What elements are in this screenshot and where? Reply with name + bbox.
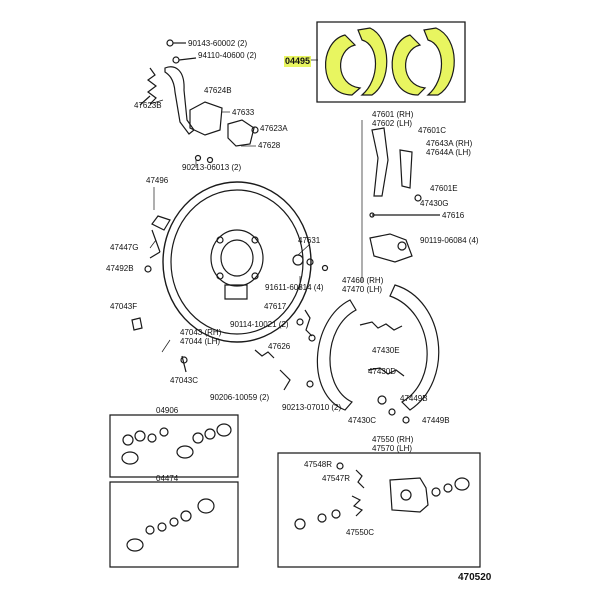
shoe-linkage bbox=[370, 128, 440, 262]
part-label[interactable]: 47492B bbox=[106, 264, 134, 273]
part-label[interactable]: 47447G bbox=[110, 243, 139, 252]
part-label[interactable]: 47624B bbox=[204, 86, 232, 95]
part-label[interactable]: 47496 bbox=[146, 176, 169, 185]
part-label[interactable]: 90119-06084 (4) bbox=[420, 236, 479, 245]
part-label[interactable]: 47570 (LH) bbox=[372, 444, 413, 453]
part-label[interactable]: 47602 (LH) bbox=[372, 119, 413, 128]
backing-plate bbox=[150, 182, 311, 342]
part-label[interactable]: 90114-10021 (2) bbox=[230, 320, 289, 329]
part-label[interactable]: 47430C bbox=[348, 416, 377, 425]
part-label[interactable]: 47548R bbox=[304, 460, 333, 469]
wheel-cylinder-kit-04906 bbox=[110, 415, 238, 477]
part-label[interactable]: 47430D bbox=[368, 367, 397, 376]
wheel-cylinder-kit-04474 bbox=[110, 482, 238, 567]
part-label[interactable]: 47044 (LH) bbox=[180, 337, 221, 346]
brake-shoe-kit-left bbox=[326, 28, 387, 95]
part-label[interactable]: 47550 (RH) bbox=[372, 435, 414, 444]
part-label[interactable]: 94110-40600 (2) bbox=[198, 51, 257, 60]
part-label[interactable]: 04906 bbox=[156, 406, 179, 415]
adjuster-and-springs bbox=[132, 255, 328, 390]
part-label[interactable]: 47617 bbox=[264, 302, 287, 311]
part-label[interactable]: 47631 bbox=[298, 236, 321, 245]
part-label[interactable]: 47601 (RH) bbox=[372, 110, 414, 119]
part-label[interactable]: 04474 bbox=[156, 474, 179, 483]
part-label[interactable]: 47449B bbox=[422, 416, 450, 425]
diagram-id: 470520 bbox=[458, 572, 492, 583]
part-label[interactable]: 91611-60814 (4) bbox=[265, 283, 324, 292]
part-label[interactable]: 90143-60002 (2) bbox=[188, 39, 248, 48]
part-label[interactable]: 90213-06013 (2) bbox=[182, 163, 242, 172]
brake-shoe-kit-box[interactable] bbox=[317, 22, 465, 102]
wheel-cylinder-box bbox=[278, 453, 480, 567]
part-label[interactable]: 47470 (LH) bbox=[342, 285, 383, 294]
part-label[interactable]: 47623B bbox=[134, 101, 162, 110]
part-label[interactable]: 90206-10059 (2) bbox=[210, 393, 270, 402]
part-label[interactable]: 47043C bbox=[170, 376, 199, 385]
part-label[interactable]: 90213-07010 (2) bbox=[282, 403, 342, 412]
part-label[interactable]: 47043F bbox=[110, 302, 138, 311]
brake-shoes-assembly bbox=[317, 285, 438, 423]
part-label[interactable]: 47547R bbox=[322, 474, 351, 483]
part-label[interactable]: 47601C bbox=[418, 126, 447, 135]
part-label[interactable]: 47430G bbox=[420, 199, 449, 208]
part-label[interactable]: 47633 bbox=[232, 108, 255, 117]
part-label[interactable]: 47644A (LH) bbox=[426, 148, 471, 157]
part-label[interactable]: 47460 (RH) bbox=[342, 276, 384, 285]
part-label[interactable]: 47550C bbox=[346, 528, 375, 537]
part-label-highlighted[interactable]: 04495 bbox=[284, 56, 312, 67]
part-label[interactable]: 47043 (RH) bbox=[180, 328, 222, 337]
parking-lever-assembly bbox=[140, 40, 258, 163]
part-label[interactable]: 47628 bbox=[258, 141, 281, 150]
part-label[interactable]: 47616 bbox=[442, 211, 465, 220]
part-label[interactable]: 47601E bbox=[430, 184, 458, 193]
part-label[interactable]: 47449B bbox=[400, 394, 428, 403]
part-label[interactable]: 47643A (RH) bbox=[426, 139, 473, 148]
leader-lines bbox=[150, 60, 362, 352]
brake-shoe-kit-right bbox=[392, 28, 454, 95]
part-label[interactable]: 47430E bbox=[372, 346, 400, 355]
part-label[interactable]: 47626 bbox=[268, 342, 291, 351]
part-label[interactable]: 47623A bbox=[260, 124, 288, 133]
